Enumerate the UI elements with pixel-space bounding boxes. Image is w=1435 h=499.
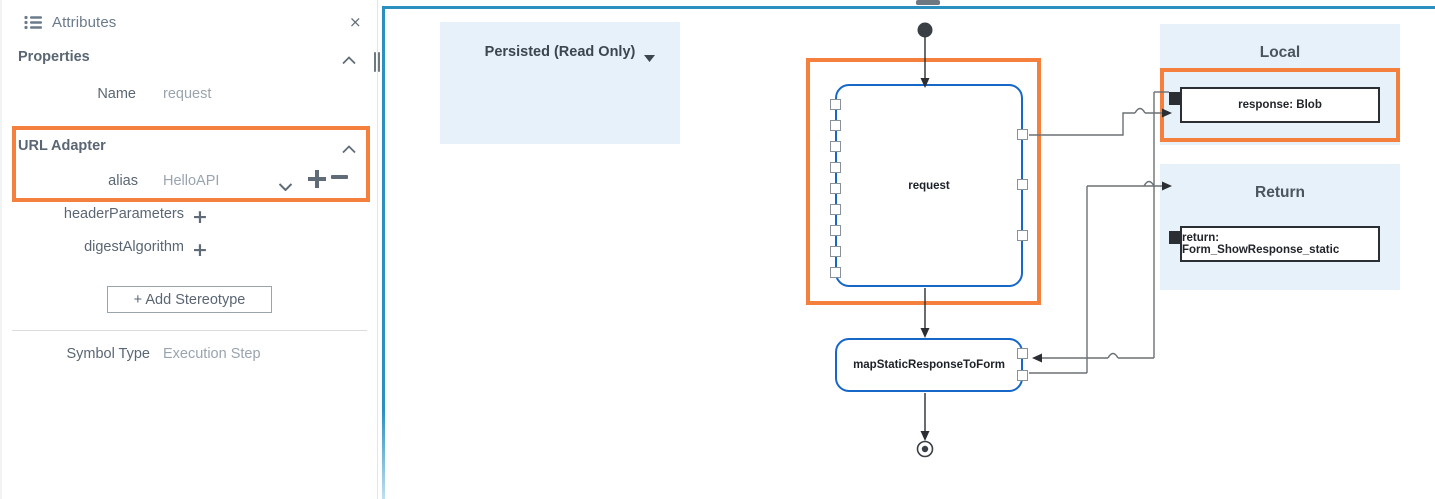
- alias-field-label: alias: [108, 173, 138, 189]
- plus-icon[interactable]: +: [192, 206, 208, 228]
- close-icon[interactable]: ×: [349, 13, 362, 31]
- horizontal-splitter-handle[interactable]: [916, 0, 940, 5]
- panel-divider: [12, 330, 367, 331]
- request-left-port[interactable]: [830, 204, 841, 215]
- alias-field-value[interactable]: HelloAPI: [163, 173, 220, 189]
- section-properties-title: Properties: [18, 49, 90, 65]
- panel-left-edge: [0, 0, 2, 499]
- variable-return-form[interactable]: return: Form_ShowResponse_static: [1180, 226, 1380, 262]
- section-url-adapter-title: URL Adapter: [18, 138, 106, 154]
- group-title-local: Local: [1259, 44, 1301, 61]
- request-right-port[interactable]: [1017, 179, 1028, 190]
- attributes-panel: Attributes × Properties Name request URL…: [0, 0, 381, 499]
- chevron-up-icon[interactable]: [342, 141, 356, 154]
- request-right-port[interactable]: [1017, 230, 1028, 241]
- canvas-left-border: [382, 6, 385, 499]
- request-left-port[interactable]: [830, 246, 841, 257]
- connector-layer: [916, 22, 1172, 458]
- start-node-filled-circle: [917, 22, 933, 38]
- node-request[interactable]: request: [835, 84, 1023, 287]
- diagram-canvas[interactable]: Persisted (Read Only) Local Return respo…: [382, 0, 1435, 499]
- list-attributes-icon: [24, 15, 42, 30]
- request-left-port[interactable]: [830, 162, 841, 173]
- canvas-top-border: [382, 6, 1435, 9]
- request-left-port[interactable]: [830, 225, 841, 236]
- symbol-type-label: Symbol Type: [66, 346, 150, 362]
- section-url-adapter-header[interactable]: URL Adapter: [0, 138, 378, 168]
- request-left-port[interactable]: [830, 120, 841, 131]
- chevron-down-icon[interactable]: [278, 178, 293, 192]
- request-left-port[interactable]: [830, 267, 841, 278]
- plus-icon[interactable]: +: [192, 239, 208, 261]
- map-right-port[interactable]: [1017, 348, 1028, 359]
- variable-return-input-port[interactable]: [1169, 231, 1182, 244]
- request-left-port[interactable]: [830, 141, 841, 152]
- header-parameters-label: headerParameters: [63, 206, 184, 222]
- request-left-port[interactable]: [830, 183, 841, 194]
- request-right-port[interactable]: [1017, 129, 1028, 140]
- group-title-return: Return: [1255, 184, 1305, 201]
- minus-icon[interactable]: [331, 175, 348, 179]
- digest-algorithm-label: digestAlgorithm: [84, 239, 184, 255]
- node-map-static-response-to-form[interactable]: mapStaticResponseToForm: [835, 338, 1023, 392]
- chevron-up-icon[interactable]: [342, 52, 356, 65]
- group-panel-local: Local: [1160, 24, 1400, 145]
- section-properties-header[interactable]: Properties: [0, 49, 378, 79]
- request-left-port[interactable]: [830, 99, 841, 110]
- name-field-value[interactable]: request: [163, 86, 212, 102]
- vertical-splitter-handle[interactable]: [374, 52, 381, 72]
- map-right-port[interactable]: [1017, 370, 1028, 381]
- persisted-read-only-label: Persisted (Read Only): [484, 44, 636, 60]
- attributes-panel-header: Attributes ×: [0, 0, 378, 44]
- variable-response-blob[interactable]: response: Blob: [1180, 87, 1380, 123]
- add-stereotype-button[interactable]: + Add Stereotype: [107, 286, 272, 313]
- variable-response-input-port[interactable]: [1169, 92, 1182, 105]
- plus-icon[interactable]: [306, 168, 328, 190]
- name-field-label: Name: [97, 86, 136, 102]
- persisted-read-only-box[interactable]: Persisted (Read Only): [440, 22, 680, 144]
- caret-down-icon[interactable]: [644, 49, 655, 62]
- symbol-type-value: Execution Step: [163, 346, 261, 362]
- attributes-panel-title: Attributes: [52, 14, 117, 31]
